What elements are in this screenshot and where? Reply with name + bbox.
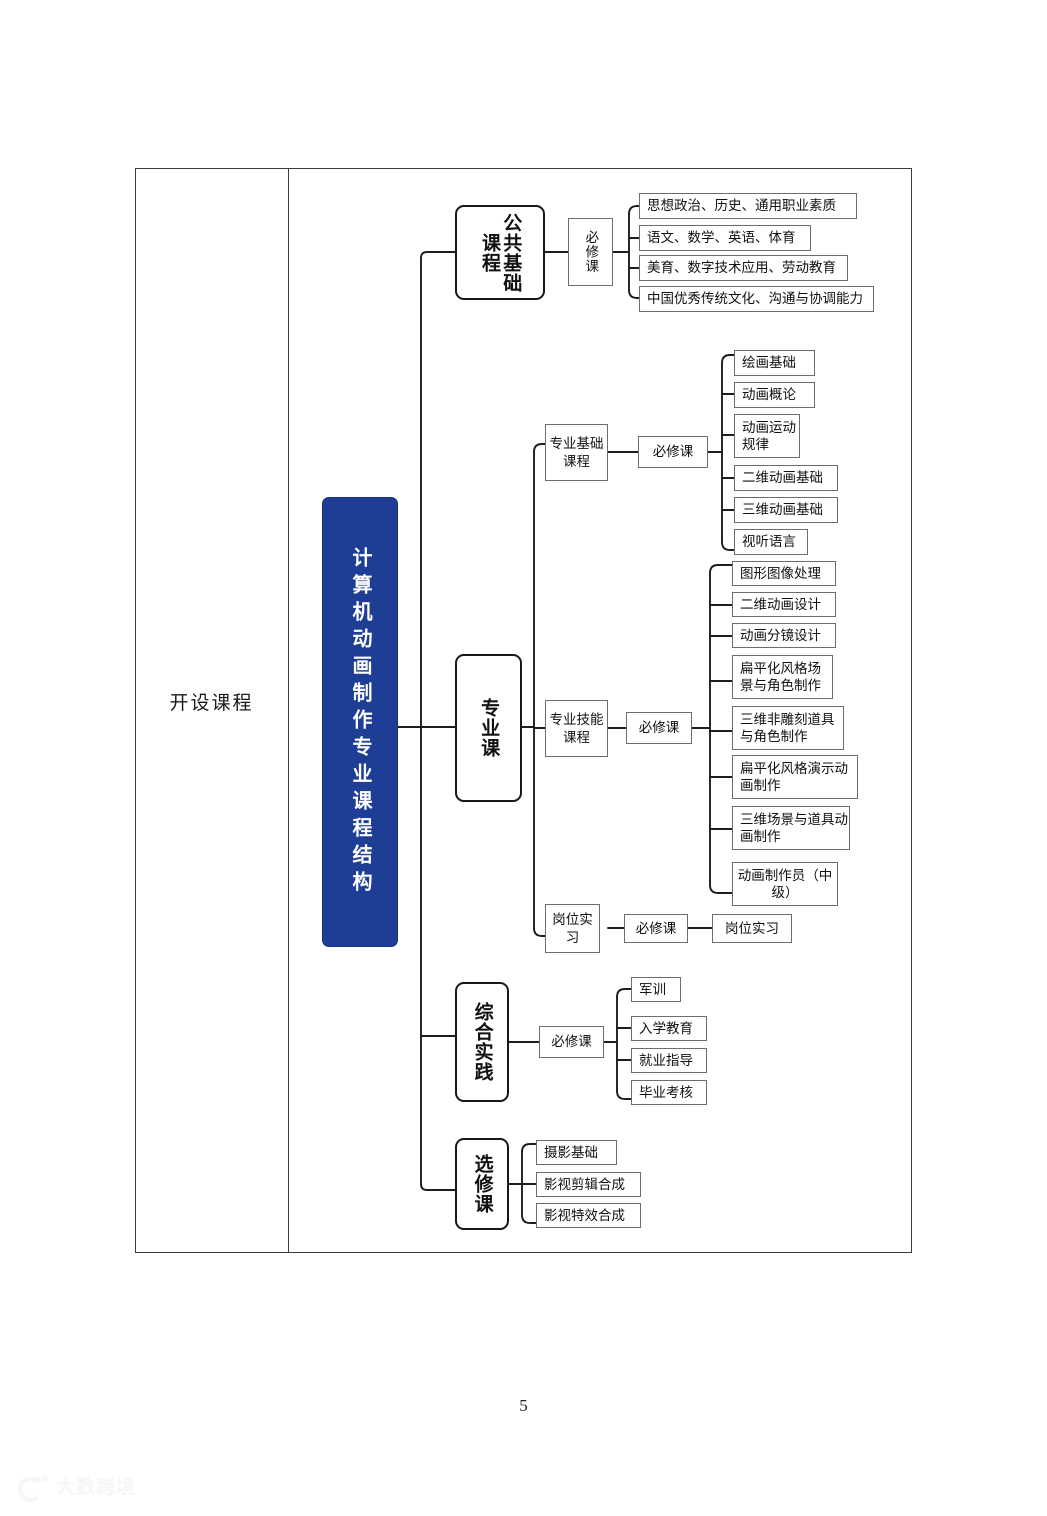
course-skill-3[interactable]: 动画分镜设计 <box>732 623 836 648</box>
subgroup-internship[interactable]: 岗位实习 <box>545 904 600 953</box>
group-required-basic[interactable]: 必修课 <box>638 436 708 468</box>
branch-public-basic[interactable]: 公共基础课程 <box>455 205 545 300</box>
course-practice-3[interactable]: 就业指导 <box>631 1048 707 1073</box>
course-internship[interactable]: 岗位实习 <box>712 914 792 943</box>
branch-comprehensive-practice[interactable]: 综合实践 <box>455 982 509 1102</box>
course-public-3[interactable]: 美育、数字技术应用、劳动教育 <box>639 255 848 281</box>
course-basic-4[interactable]: 二维动画基础 <box>734 465 838 491</box>
course-basic-3[interactable]: 动画运动规律 <box>734 414 800 458</box>
course-public-2[interactable]: 语文、数学、英语、体育 <box>639 225 811 251</box>
group-required-practice[interactable]: 必修课 <box>539 1026 604 1058</box>
course-basic-2[interactable]: 动画概论 <box>734 382 815 408</box>
course-skill-5[interactable]: 三维非雕刻道具与角色制作 <box>732 706 844 750</box>
course-practice-1[interactable]: 军训 <box>631 977 681 1002</box>
course-elective-1[interactable]: 摄影基础 <box>536 1140 617 1165</box>
course-skill-1[interactable]: 图形图像处理 <box>732 561 836 586</box>
course-basic-1[interactable]: 绘画基础 <box>734 350 815 376</box>
course-skill-2[interactable]: 二维动画设计 <box>732 592 836 617</box>
subgroup-major-basic[interactable]: 专业基础课程 <box>545 424 608 481</box>
course-practice-4[interactable]: 毕业考核 <box>631 1080 707 1105</box>
course-skill-8[interactable]: 动画制作员（中级） <box>732 862 838 906</box>
main-title-box: 计算机动画制作专业课程结构 <box>322 497 398 947</box>
course-basic-6[interactable]: 视听语言 <box>734 529 808 555</box>
course-practice-2[interactable]: 入学教育 <box>631 1016 707 1041</box>
watermark-text: 大数跨境 <box>56 1477 137 1498</box>
course-basic-5[interactable]: 三维动画基础 <box>734 497 838 523</box>
course-skill-4[interactable]: 扁平化风格场景与角色制作 <box>732 655 833 699</box>
table-column-divider <box>288 168 289 1253</box>
branch-major-courses[interactable]: 专业课 <box>455 654 522 802</box>
course-skill-7[interactable]: 三维场景与道具动画制作 <box>732 806 850 850</box>
table-frame <box>135 168 912 1253</box>
branch-elective[interactable]: 选修课 <box>455 1138 509 1230</box>
main-title-text: 计算机动画制作专业课程结构 <box>349 546 371 898</box>
logo-icon <box>18 1475 48 1502</box>
course-skill-6[interactable]: 扁平化风格演示动画制作 <box>732 755 858 799</box>
watermark: 大数跨境 <box>18 1472 137 1502</box>
group-required-public[interactable]: 必修课 <box>568 218 613 286</box>
row-label-courses: 开设课程 <box>169 693 254 714</box>
group-required-skills[interactable]: 必修课 <box>626 712 692 744</box>
subgroup-major-skills[interactable]: 专业技能课程 <box>545 700 608 757</box>
course-public-4[interactable]: 中国优秀传统文化、沟通与协调能力 <box>639 286 874 312</box>
page-number: 5 <box>519 1396 528 1415</box>
course-elective-2[interactable]: 影视剪辑合成 <box>536 1172 641 1197</box>
course-elective-3[interactable]: 影视特效合成 <box>536 1203 641 1228</box>
group-required-internship[interactable]: 必修课 <box>624 914 688 943</box>
course-public-1[interactable]: 思想政治、历史、通用职业素质 <box>639 193 857 219</box>
